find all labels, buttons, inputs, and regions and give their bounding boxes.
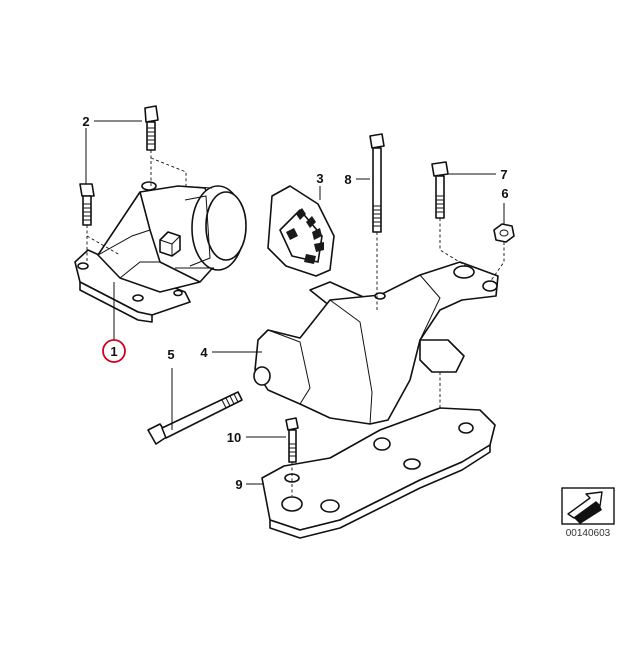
leader-lines xyxy=(85,120,505,485)
bolt-5-part[interactable] xyxy=(147,391,243,445)
nut-6-part[interactable] xyxy=(493,223,515,243)
bolt-7-part[interactable] xyxy=(431,161,449,219)
arrow-nav-icon[interactable] xyxy=(561,487,615,525)
callout-10[interactable]: 10 xyxy=(227,430,241,445)
callout-8[interactable]: 8 xyxy=(344,172,351,187)
callout-6[interactable]: 6 xyxy=(501,186,508,201)
bolt-8-part[interactable] xyxy=(369,133,385,233)
assembly-lines xyxy=(86,150,505,496)
bolt-10-part[interactable] xyxy=(285,417,299,463)
support-plate-part[interactable] xyxy=(261,407,496,539)
bolt-2b-part[interactable] xyxy=(79,183,95,226)
callout-4[interactable]: 4 xyxy=(200,345,208,360)
callout-1-highlight-circle xyxy=(102,339,126,363)
engine-mount-part[interactable] xyxy=(74,181,247,323)
callout-7[interactable]: 7 xyxy=(500,167,507,182)
callout-9[interactable]: 9 xyxy=(235,477,242,492)
callout-2[interactable]: 2 xyxy=(82,114,89,129)
callout-3[interactable]: 3 xyxy=(316,171,323,186)
heat-shield-part[interactable] xyxy=(267,185,335,277)
callout-5[interactable]: 5 xyxy=(167,347,174,362)
bolt-2-part[interactable] xyxy=(144,105,159,151)
callout-1[interactable]: 1 xyxy=(110,344,117,359)
reference-number: 00140603 xyxy=(566,528,611,539)
callout-labels: 1 2 3 4 5 6 7 8 9 10 xyxy=(82,114,508,492)
transmission-bracket-part[interactable] xyxy=(253,261,499,425)
